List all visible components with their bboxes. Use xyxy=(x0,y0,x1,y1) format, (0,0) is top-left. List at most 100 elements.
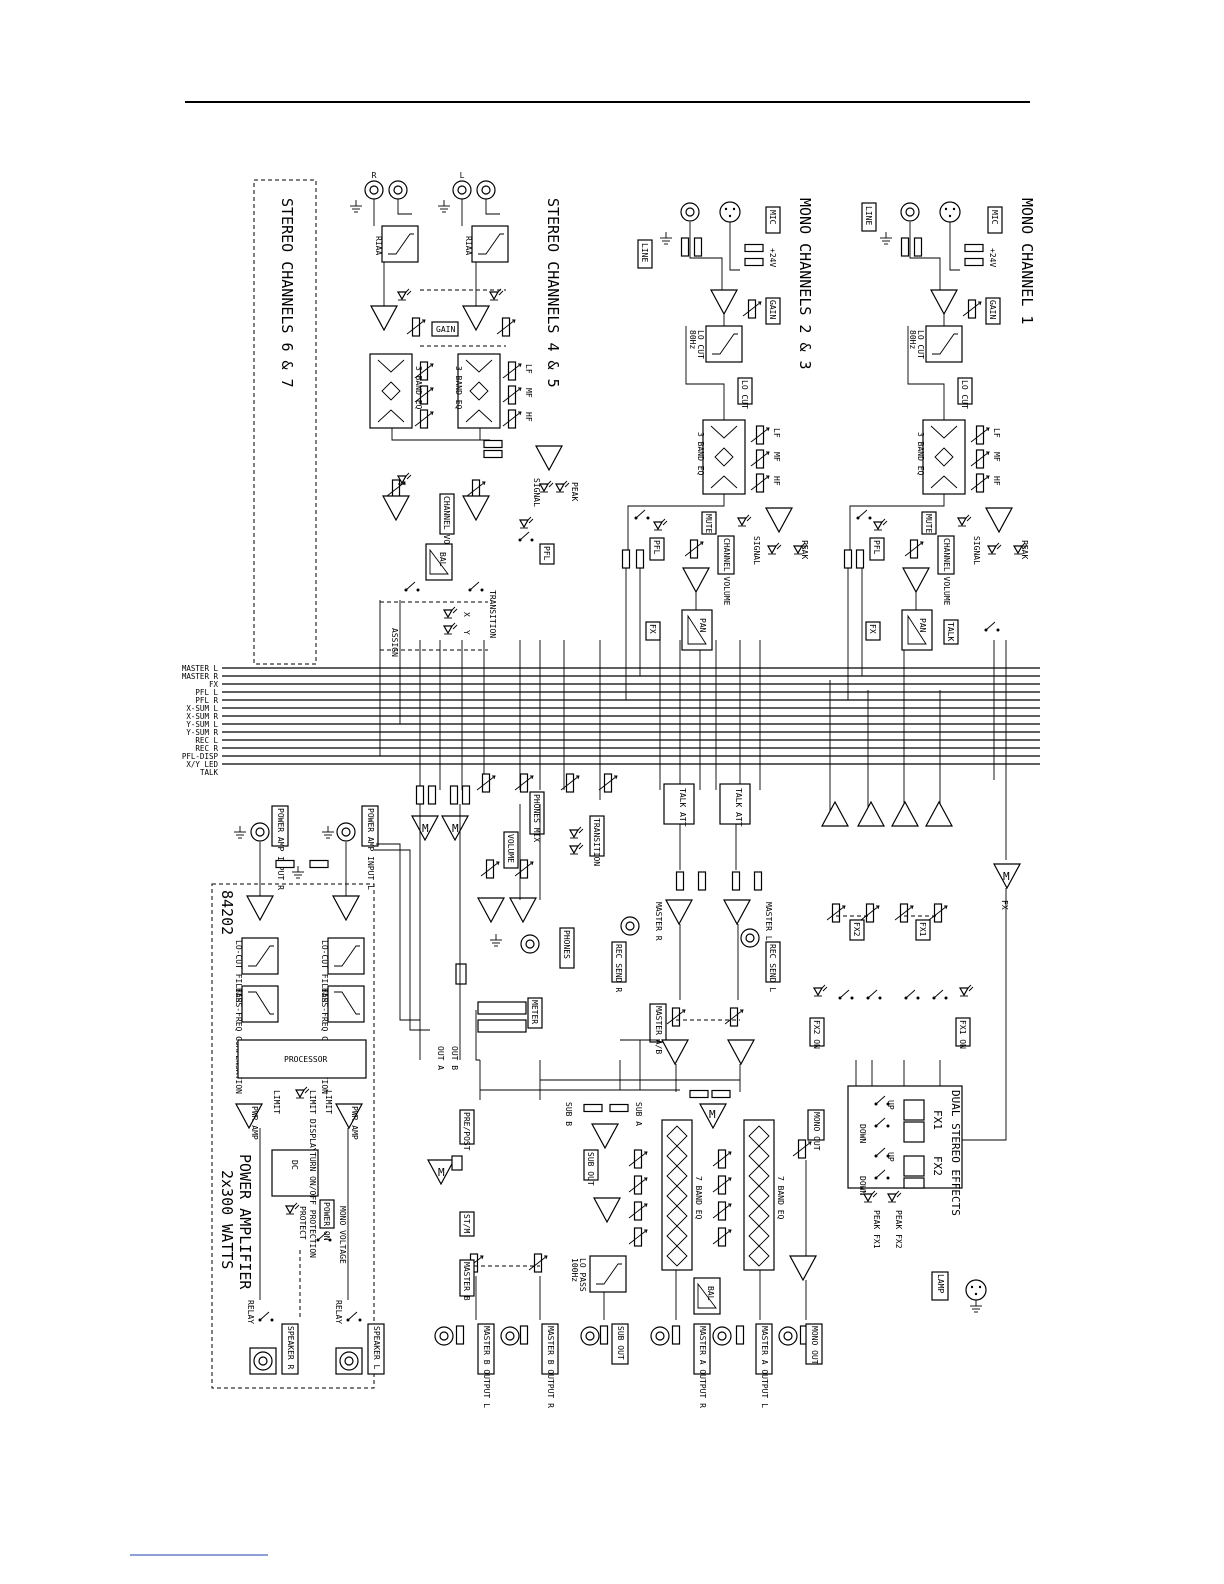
output-jack-icon xyxy=(650,1326,670,1346)
talk-att-label: TALK ATT xyxy=(678,788,687,827)
lo-cut-filter-icon xyxy=(705,325,743,363)
gain-label: GAIN xyxy=(768,300,777,319)
mic-xlr-connector-icon xyxy=(719,201,741,223)
sub-out-output-box xyxy=(611,1323,629,1365)
pfl-label: PFL xyxy=(872,540,881,555)
mono-out-output-label: MONO OUT xyxy=(810,1326,819,1365)
lo-cut-button-box xyxy=(737,377,753,405)
pfl-button-box xyxy=(869,537,885,561)
lo-cut-button-label: LO CUT xyxy=(960,380,969,409)
limit-label: LIMIT xyxy=(324,1090,333,1114)
eq-mf: MF xyxy=(524,388,533,398)
speaker-r-connector-icon xyxy=(249,1347,277,1375)
bus-label: FX xyxy=(209,680,219,689)
talk-box xyxy=(943,619,959,645)
turn-on-off-label: TURN ON/OFF PROTECTION xyxy=(308,1152,317,1258)
volume-label: VOLUME xyxy=(506,834,515,863)
transition-label: TRANSITION xyxy=(488,590,497,638)
processor-box xyxy=(237,1039,367,1079)
bal-label: BAL xyxy=(706,1286,715,1301)
line-jack-icon xyxy=(900,202,920,222)
assign-label: ASSIGN xyxy=(390,628,399,657)
gain-amp-icon xyxy=(930,289,958,315)
dc-prot-label: DC xyxy=(290,1160,299,1170)
power-rating: 2x300 WATTS xyxy=(218,1170,236,1269)
pan-label: PAN xyxy=(918,618,927,633)
lo-cut-button-label: LO CUT xyxy=(740,380,749,409)
m-label: M xyxy=(1003,870,1010,883)
signal-amp-icon xyxy=(985,507,1013,533)
eq7-block-icon xyxy=(743,1119,775,1271)
st-m-box xyxy=(459,1211,475,1237)
peak-label: PEAK xyxy=(1020,540,1029,559)
line-label: LINE xyxy=(640,243,649,262)
eq3-block-icon xyxy=(702,419,746,495)
eq3-block-icon xyxy=(457,353,501,429)
rec-send-l-label: REC SEND L xyxy=(768,944,777,992)
channel-volume-label: CHANNEL VOLUME xyxy=(722,538,731,606)
phono-jack-icon xyxy=(476,180,496,200)
phono-jack-icon xyxy=(388,180,408,200)
speaker-r-label: SPEAKER R xyxy=(286,1326,295,1370)
master-l-amp-icon xyxy=(723,899,751,925)
mono-voltage-label: MONO VOLTAGE xyxy=(338,1206,347,1264)
channel-volume-box xyxy=(937,535,955,575)
transition-box-label: TRANSITION xyxy=(592,818,601,866)
gain-label-box xyxy=(765,297,781,325)
riaa-filter-icon xyxy=(471,225,509,263)
power-amp-dashed-frame xyxy=(211,883,375,1389)
lo-cut-label: LO CUT xyxy=(696,330,705,359)
output-jack-icon xyxy=(712,1326,732,1346)
master-a-output-l-box xyxy=(755,1323,773,1375)
bus-label: X-SUM L xyxy=(186,704,218,713)
fx-send-box xyxy=(645,621,661,641)
section-title-mono1: MONO CHANNEL 1 xyxy=(1018,198,1036,324)
fx1-down-label: DOWN xyxy=(858,1124,867,1143)
master-r-amp-icon xyxy=(665,899,693,925)
bus-label: Y-SUM L xyxy=(186,720,218,729)
bus-label: PFL-DISP xyxy=(182,752,219,761)
lamp-box xyxy=(931,1271,949,1301)
sub-out-jack-icon xyxy=(580,1326,600,1346)
lo-cut-filter-icon xyxy=(241,937,279,975)
lamp-xlr-connector-icon xyxy=(965,1279,987,1301)
turn-on-off-protection-box xyxy=(271,1149,319,1197)
eq3-label: 3 BAND EQ xyxy=(696,432,705,476)
transition-box xyxy=(589,815,605,857)
pan-label: PAN xyxy=(698,618,707,633)
lo-cut-freq: 80Hz xyxy=(688,330,697,349)
m-label: M xyxy=(709,1108,716,1121)
channel-volume-label: CHANNEL VOLUME xyxy=(942,538,951,606)
mono-out-jack-icon xyxy=(778,1326,798,1346)
pwr-amp-label: PWR AMP xyxy=(250,1106,259,1140)
sub-out-label: SUB OUT xyxy=(586,1152,595,1186)
eq-hf: HF xyxy=(772,476,781,486)
riaa-label: RIAA xyxy=(374,236,383,255)
phones-label: PHONES xyxy=(562,930,571,959)
input-amp-icon xyxy=(246,895,274,921)
rec-send-l-box xyxy=(765,941,781,983)
fx2-label: FX2 xyxy=(852,922,861,937)
power-amp-input-r-box xyxy=(271,805,289,847)
master-fader-box xyxy=(649,1003,667,1043)
output-jack-icon xyxy=(434,1326,454,1346)
signal-amp-icon xyxy=(765,507,793,533)
peak-label: PEAK xyxy=(800,540,809,559)
bus-label: Y-SUM R xyxy=(186,728,218,737)
master-b-output-r-label: MASTER B OUTPUT R xyxy=(546,1326,555,1408)
fx2-box xyxy=(849,919,865,941)
peak-fx1-label: PEAK FX1 xyxy=(872,1210,881,1249)
eq3-label: 3 BAND EQ xyxy=(414,366,423,410)
lo-cut-label: LO CUT xyxy=(916,330,925,359)
master-a-output-l-label: MASTER A OUTPUT L xyxy=(760,1326,769,1408)
fx2-up-label: UP xyxy=(886,1152,895,1162)
fx1-up-label: UP xyxy=(886,1100,895,1110)
mic-label-box xyxy=(987,206,1003,234)
peak-fx2-label: PEAK FX2 xyxy=(894,1210,903,1249)
mute-button-box xyxy=(701,511,717,535)
m-label: M xyxy=(452,822,459,835)
bass-comp-icon xyxy=(241,985,279,1023)
bus-label: PFL R xyxy=(195,696,218,705)
fx1-label: FX1 xyxy=(918,922,927,937)
master-l-label: MASTER L xyxy=(764,902,773,941)
